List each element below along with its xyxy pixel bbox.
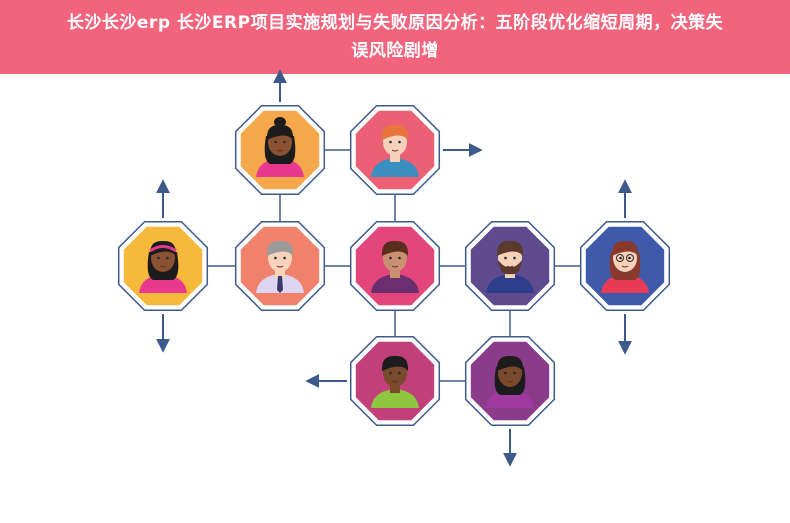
- node-man-center: [349, 220, 441, 312]
- avatar-icon: [486, 240, 534, 293]
- avatar-icon: [256, 117, 304, 177]
- node-woman-ponytail: [234, 104, 326, 196]
- node-man-redhead: [349, 104, 441, 196]
- node-man-beard: [464, 220, 556, 312]
- node-woman-glasses: [579, 220, 671, 312]
- avatar-icon: [256, 240, 304, 293]
- avatar-icon: [486, 355, 534, 408]
- page-title: 长沙长沙erp 长沙ERP项目实施规划与失败原因分析：五阶段优化缩短周期，决策失…: [66, 13, 724, 61]
- person-nodes: [117, 104, 671, 427]
- arrows: [156, 69, 632, 467]
- avatar-icon: [371, 355, 419, 408]
- node-man-gray-hair: [234, 220, 326, 312]
- node-man-dark: [349, 335, 441, 427]
- avatar-icon: [601, 240, 649, 293]
- title-banner: 长沙长沙erp 长沙ERP项目实施规划与失败原因分析：五阶段优化缩短周期，决策失…: [0, 0, 790, 74]
- node-woman-headband: [117, 220, 209, 312]
- node-woman-curly: [464, 335, 556, 427]
- avatar-icon: [371, 240, 419, 293]
- avatar-icon: [371, 124, 419, 177]
- avatar-icon: [139, 240, 187, 293]
